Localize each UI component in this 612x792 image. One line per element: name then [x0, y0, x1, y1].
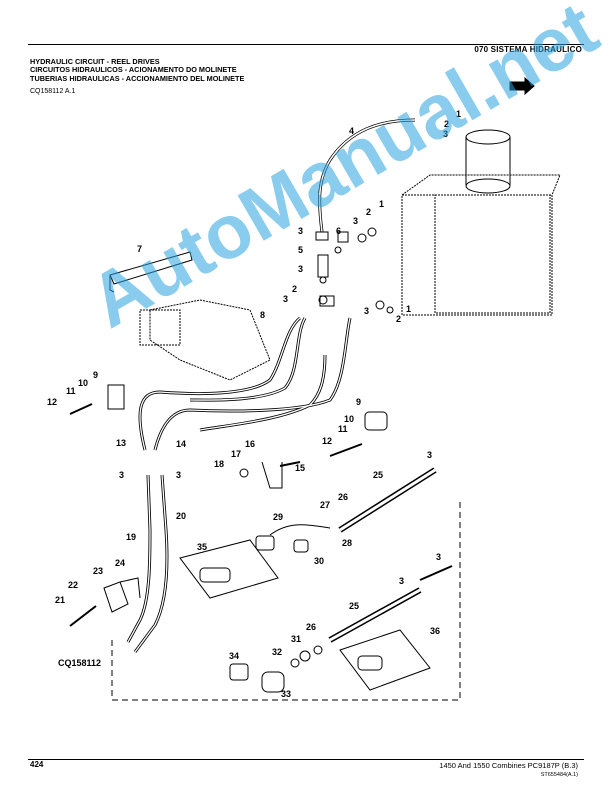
diagram-id-label: CQ158112 [58, 658, 101, 668]
callout: 3 [399, 576, 404, 586]
bolt-12-left [69, 403, 93, 415]
callout: 5 [298, 245, 303, 255]
callout: 25 [373, 470, 383, 480]
kit-box-35 [179, 539, 279, 599]
callout: 21 [55, 595, 65, 605]
bracket-9-right [364, 411, 388, 431]
bolt-12-right [329, 443, 363, 457]
callout: 3 [283, 294, 288, 304]
title-english: HYDRAULIC CIRCUIT - REEL DRIVES [30, 57, 160, 66]
callout: 9 [93, 370, 98, 380]
callout: 18 [214, 459, 224, 469]
bracket-23 [103, 581, 129, 613]
callout: 3 [119, 470, 124, 480]
bolt-21 [69, 605, 97, 627]
callout: 2 [292, 284, 297, 294]
callout: 3 [364, 306, 369, 316]
figure-reference: CQ158112 A.1 [30, 88, 76, 95]
callout: 13 [116, 438, 126, 448]
reservoir-cylinder [465, 129, 511, 194]
page-titles: HYDRAULIC CIRCUIT - REEL DRIVES CIRCUITO… [30, 57, 245, 83]
bracket-9-left [107, 384, 125, 410]
callout: 15 [295, 463, 305, 473]
callout: 26 [306, 622, 316, 632]
callout: 3 [427, 450, 432, 460]
callout: 4 [349, 126, 354, 136]
coupler-34 [229, 663, 249, 681]
clamp-16 [261, 461, 283, 489]
header-rule [28, 44, 584, 45]
callout: 29 [273, 512, 283, 522]
callout: 31 [291, 634, 301, 644]
fittings-upper [315, 227, 394, 314]
callout: 32 [272, 647, 282, 657]
kit-box-36 [339, 629, 431, 691]
callout: 14 [176, 439, 186, 449]
callout: 33 [281, 689, 291, 699]
callout: 10 [344, 414, 354, 424]
callout: 12 [322, 436, 332, 446]
callout: 26 [338, 492, 348, 502]
callout: 1 [456, 109, 461, 119]
reel-motor [139, 299, 271, 381]
callout: 23 [93, 566, 103, 576]
tubes-19-20 [126, 474, 169, 653]
callout: 20 [176, 511, 186, 521]
callout: 28 [342, 538, 352, 548]
direction-arrow-icon [509, 76, 535, 96]
callout: 10 [78, 378, 88, 388]
callout: 11 [338, 424, 348, 434]
callout-numbers: 1 2 3 4 1 2 3 6 3 5 3 7 2 3 8 3 1 2 9 10… [47, 109, 461, 699]
callout: 3 [298, 264, 303, 274]
footer-rule [28, 759, 584, 760]
callout: 25 [349, 601, 359, 611]
footer-text: 1450 And 1550 Combines PC9187P (B.3) [439, 761, 578, 770]
callout: 12 [47, 397, 57, 407]
callout: 16 [245, 439, 255, 449]
callout: 7 [137, 244, 142, 254]
page-number: 424 [30, 760, 44, 769]
callout: 2 [444, 119, 449, 129]
callout: 9 [356, 397, 361, 407]
hoses-8 [138, 316, 352, 451]
callout: 8 [260, 310, 265, 320]
callout: 34 [229, 651, 239, 661]
callout: 3 [436, 552, 441, 562]
callout: 17 [231, 449, 241, 459]
callout: 36 [430, 626, 440, 636]
cap-33 [261, 671, 285, 693]
callout: 3 [443, 129, 448, 139]
callout: 30 [314, 556, 324, 566]
callout: 3 [298, 226, 303, 236]
dashed-group-outline [111, 500, 461, 701]
callout: 3 [353, 216, 358, 226]
callout: 19 [126, 532, 136, 542]
callout: 2 [396, 314, 401, 324]
callout: 35 [197, 542, 207, 552]
valve-block [401, 174, 561, 316]
callout: 1 [406, 304, 411, 314]
section-title: 070 SISTEMA HIDRAULICO [474, 45, 582, 54]
callout: 1 [379, 199, 384, 209]
callout: 3 [176, 470, 181, 480]
callout: 27 [320, 500, 330, 510]
coupler-29 [269, 524, 331, 536]
callout: 2 [366, 207, 371, 217]
footer-serial: ST655484(A.1) [540, 772, 578, 778]
callout: 24 [115, 558, 125, 568]
callout: 11 [66, 386, 76, 396]
title-spanish: TUBERIAS HIDRAULICAS - ACCIONAMIENTO DEL… [30, 73, 245, 83]
callout: 6 [336, 226, 341, 236]
callout: 22 [68, 580, 78, 590]
title-portuguese: CIRCUITOS HIDRAULICOS - ACIONAMENTO DO M… [30, 65, 237, 75]
bracket-7 [109, 251, 193, 293]
